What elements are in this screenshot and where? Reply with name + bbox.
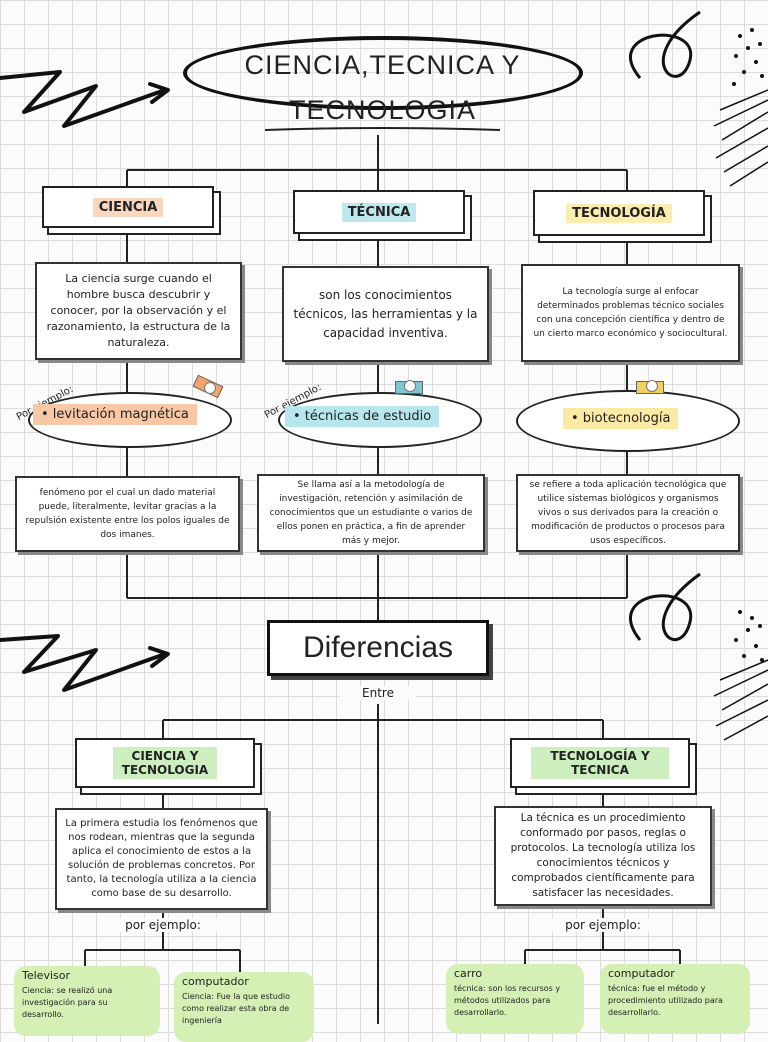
example-ciencia: • levitación magnética (33, 404, 197, 425)
example-title: computador (182, 975, 249, 988)
connector-label: Entre (340, 686, 416, 700)
example-text: Ciencia: se realizó una investigación pa… (22, 986, 113, 1019)
header-box-tecnologia-tecnica: TECNOLOGÍA Y TECNICA (510, 738, 690, 788)
header-label-ciencia-tecnologia: CIENCIA Y TECNOLOGIA (113, 747, 217, 779)
page-title-line2: TECNOLOGIA (288, 95, 477, 125)
example-title: Televisor (22, 969, 70, 982)
page-title-line1: CIENCIA,TECNICA Y (244, 50, 521, 80)
header-box-tecnica: TÉCNICA (293, 190, 465, 234)
example-card-carro: carro técnica: son los recursos y método… (446, 964, 584, 1034)
difference-text-right: La técnica es un procedimiento conformad… (494, 806, 712, 906)
description-tecnica: son los conocimientos técnicos, las herr… (282, 266, 489, 362)
pin-icon (204, 382, 216, 394)
example-title: carro (454, 967, 483, 980)
header-label-tecnologia: TECNOLOGÍA (566, 203, 672, 223)
example-label-left: por ejemplo: (100, 918, 226, 932)
header-label-ciencia: CIENCIA (92, 197, 164, 217)
example-card-televisor: Televisor Ciencia: se realizó una invest… (14, 966, 160, 1036)
example-text: técnica: son los recursos y métodos util… (454, 984, 561, 1017)
header-box-ciencia: CIENCIA (42, 186, 214, 228)
description-ciencia: La ciencia surge cuando el hombre busca … (35, 262, 242, 360)
example-title: computador (608, 967, 675, 980)
example-text: Ciencia: Fue la que estudio como realiza… (182, 992, 291, 1025)
example-card-computador-right: computador técnica: fue el método y proc… (600, 964, 750, 1034)
detail-ciencia: fenómeno por el cual un dado material pu… (15, 476, 240, 552)
header-label-tecnologia-tecnica: TECNOLOGÍA Y TECNICA (531, 747, 669, 779)
difference-text-left: La primera estudia los fenómenos que nos… (55, 808, 268, 910)
header-label-tecnica: TÉCNICA (341, 202, 417, 222)
example-text: técnica: fue el método y procedimiento u… (608, 984, 723, 1017)
example-tecnologia: • biotecnología (563, 408, 679, 429)
description-tecnologia: La tecnología surge al enfocar determina… (521, 264, 740, 362)
detail-tecnologia: se refiere a toda aplicación tecnológica… (516, 474, 740, 552)
example-card-computador-left: computador Ciencia: Fue la que estudio c… (174, 972, 314, 1042)
title-oval (183, 36, 583, 110)
differences-box: Diferencias (267, 620, 489, 676)
example-oval-tecnologia (516, 390, 740, 452)
header-box-ciencia-tecnologia: CIENCIA Y TECNOLOGIA (75, 738, 255, 788)
header-box-tecnologia: TECNOLOGÍA (533, 190, 705, 236)
example-label-right: por ejemplo: (540, 918, 666, 932)
zigzag-arrow-icon (0, 70, 167, 128)
pin-icon (404, 380, 416, 392)
example-tecnica: • técnicas de estudio (285, 406, 440, 427)
pin-icon (646, 380, 658, 392)
differences-title: Diferencias (302, 631, 454, 664)
detail-tecnica: Se llama así a la metodología de investi… (257, 474, 485, 552)
